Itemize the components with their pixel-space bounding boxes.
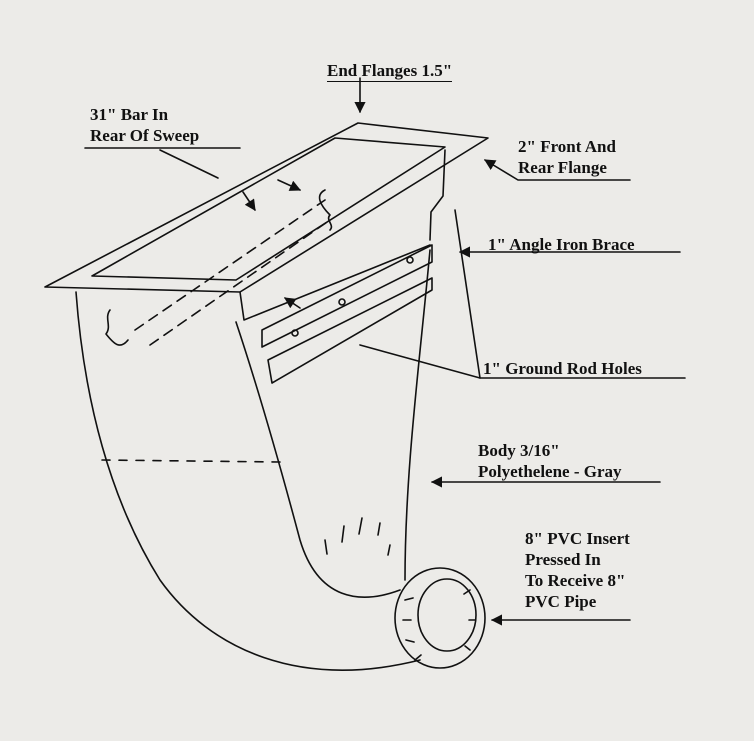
bar-dashed-line — [149, 219, 331, 346]
hidden-dashed-line — [101, 459, 281, 463]
inner-arrow — [242, 191, 256, 211]
label-body-line1: Body 3/16" — [478, 441, 560, 460]
leader-ground-rod — [359, 344, 686, 379]
label-end-flanges: End Flanges 1.5" — [327, 61, 453, 82]
inner-arrow — [277, 179, 302, 191]
leader-bar — [159, 149, 219, 179]
inner-arrow — [284, 297, 301, 309]
body-right-edge — [429, 149, 446, 241]
label-body: Body 3/16" Polyethelene - Gray — [478, 440, 622, 482]
front-right-line — [404, 249, 431, 581]
pvc-insert-inner — [417, 578, 477, 652]
bar-end — [318, 189, 333, 231]
label-bar-line1: 31" Bar In — [90, 105, 169, 124]
front-flange-edge — [239, 244, 431, 321]
sweep-inner-line — [235, 321, 401, 598]
label-pvc-line4: PVC Pipe — [525, 592, 597, 611]
label-angle-iron: 1" Angle Iron Brace — [488, 235, 635, 254]
label-pvc-line2: Pressed In — [525, 550, 601, 569]
body-left-curve — [75, 291, 421, 671]
body-ribs — [324, 517, 391, 556]
pvc-insert-ribs — [402, 589, 476, 661]
leader-angle-iron-b — [454, 209, 481, 379]
label-pvc-insert: 8" PVC Insert Pressed In To Receive 8" P… — [525, 528, 630, 612]
label-pvc-line1: 8" PVC Insert — [525, 529, 630, 548]
ground-rod-hole — [291, 329, 299, 337]
top-flange-outline — [44, 122, 489, 293]
angle-iron — [261, 244, 433, 348]
label-bar: 31" Bar In Rear Of Sweep — [90, 104, 199, 146]
label-flange-line2: Rear Flange — [518, 158, 607, 177]
ground-rod-hole — [406, 256, 414, 264]
angle-iron — [267, 277, 433, 384]
label-flange-line1: 2" Front And — [518, 137, 616, 156]
label-pvc-line3: To Receive 8" — [525, 571, 626, 590]
top-flange-inner — [91, 137, 446, 281]
label-ground-rod: 1" Ground Rod Holes — [483, 359, 642, 378]
leader-front-flange — [484, 159, 631, 181]
bar-dashed-line — [134, 199, 326, 331]
bar-left-end — [105, 309, 129, 346]
label-front-rear-flange: 2" Front And Rear Flange — [518, 136, 616, 178]
label-bar-line2: Rear Of Sweep — [90, 126, 200, 145]
label-body-line2: Polyethelene - Gray — [478, 462, 622, 481]
pvc-insert-outer — [394, 567, 486, 669]
ground-rod-hole — [338, 298, 346, 306]
